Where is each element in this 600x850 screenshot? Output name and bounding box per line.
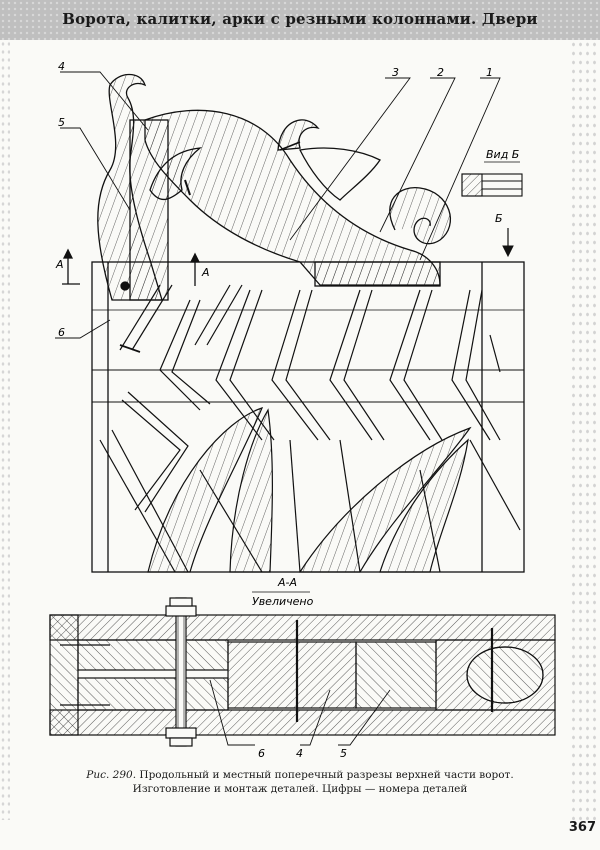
callout-2: 2 bbox=[437, 66, 444, 79]
section-callout-5: 5 bbox=[340, 747, 347, 760]
callout-3: 3 bbox=[392, 66, 399, 79]
left-border-ornament bbox=[0, 40, 10, 820]
right-border-ornament bbox=[570, 40, 600, 820]
caption-line-1: Рис. 290. Продольный и местный поперечны… bbox=[60, 768, 540, 782]
caption-line-1-text: Продольный и местный поперечный разрезы … bbox=[139, 769, 514, 781]
panel-outline bbox=[91, 261, 525, 573]
view-b-label: Вид Б bbox=[486, 148, 519, 161]
view-b-detail bbox=[461, 173, 523, 197]
page-number: 367 bbox=[568, 820, 596, 835]
callout-4: 4 bbox=[58, 60, 65, 73]
header-title: Ворота, калитки, арки с резными колоннам… bbox=[62, 10, 538, 28]
view-b-arrow bbox=[502, 228, 514, 258]
callout-1: 1 bbox=[486, 66, 493, 79]
caption-prefix: Рис. 290. bbox=[86, 769, 137, 781]
section-leader-lines bbox=[209, 679, 391, 746]
wood-braces bbox=[147, 407, 472, 573]
section-marker-label-right: А bbox=[201, 266, 210, 279]
leader-lines bbox=[55, 71, 501, 339]
view-b-arrow-label: Б bbox=[495, 212, 503, 225]
callout-6: 6 bbox=[58, 326, 65, 339]
section-aa bbox=[49, 597, 556, 747]
section-title: А-А bbox=[277, 576, 297, 589]
section-marker-a bbox=[62, 248, 201, 286]
gate-panel bbox=[91, 261, 525, 573]
section-callout-6: 6 bbox=[258, 747, 265, 760]
section-marker-label-left: А bbox=[55, 258, 64, 271]
page-header: Ворота, калитки, арки с резными колоннам… bbox=[0, 0, 600, 40]
caption-line-2: Изготовление и монтаж деталей. Цифры — н… bbox=[132, 783, 468, 795]
callout-5: 5 bbox=[58, 116, 65, 129]
figure-caption: Рис. 290. Продольный и местный поперечны… bbox=[60, 768, 540, 796]
carved-ornament bbox=[97, 73, 451, 353]
section-subtitle: Увеличено bbox=[252, 595, 314, 608]
section-callout-4: 4 bbox=[296, 747, 303, 760]
